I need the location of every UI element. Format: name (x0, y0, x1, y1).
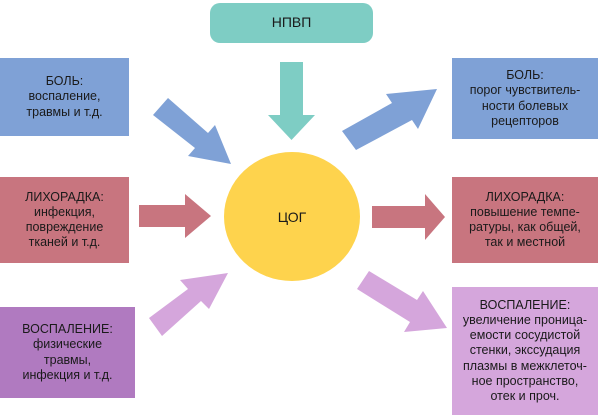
right-inflammation-text: увеличение проница- емости сосудистой ст… (462, 312, 588, 404)
arrow-cox-to-fever-effect (372, 194, 445, 240)
arrow-cox-to-pain-effect (342, 89, 437, 150)
nsaid-label: НПВП (271, 14, 312, 31)
left-box-inflammation: ВОСПАЛЕНИЕ: физические травмы, инфекция … (0, 307, 135, 398)
arrow-inflammation-to-cox (149, 273, 228, 336)
right-fever-title: ЛИХОРАДКА: (485, 189, 565, 204)
left-pain-title: БОЛЬ: (45, 74, 84, 89)
right-pain-text: порог чувствитель- ности болевых рецепто… (469, 83, 581, 128)
nsaid-box: НПВП (210, 3, 373, 43)
arrow-fever-to-cox (139, 194, 211, 238)
left-box-pain: БОЛЬ: воспаление, травмы и т.д. (0, 58, 129, 136)
right-box-pain: БОЛЬ: порог чувствитель- ности болевых р… (452, 58, 598, 139)
right-pain-title: БОЛЬ: (506, 68, 544, 82)
right-box-inflammation: ВОСПАЛЕНИЕ: увеличение проница- емости с… (452, 287, 598, 415)
left-fever-title: ЛИХОРАДКА: (25, 189, 104, 204)
left-box-fever: ЛИХОРАДКА: инфекция, повреждение тканей … (0, 177, 129, 263)
right-fever-text: повышение темпе- ратуры, как общей, так … (469, 204, 581, 250)
arrow-nsaid-to-cox (268, 62, 315, 140)
left-inflammation-title: ВОСПАЛЕНИЕ: (22, 322, 113, 336)
cox-label: ЦОГ (277, 208, 307, 225)
right-inflammation-title: ВОСПАЛЕНИЕ: (479, 297, 571, 312)
arrow-pain-to-cox (153, 98, 231, 164)
right-box-fever: ЛИХОРАДКА: повышение темпе- ратуры, как … (452, 177, 598, 263)
cox-circle: ЦОГ (224, 152, 360, 281)
left-fever-text: инфекция, повреждение тканей и т.д. (25, 204, 104, 250)
left-inflammation-text: физические травмы, инфекция и т.д. (22, 337, 113, 382)
arrow-cox-to-inflammation-effect (357, 271, 447, 332)
left-pain-text: воспаление, травмы и т.д. (26, 89, 103, 119)
